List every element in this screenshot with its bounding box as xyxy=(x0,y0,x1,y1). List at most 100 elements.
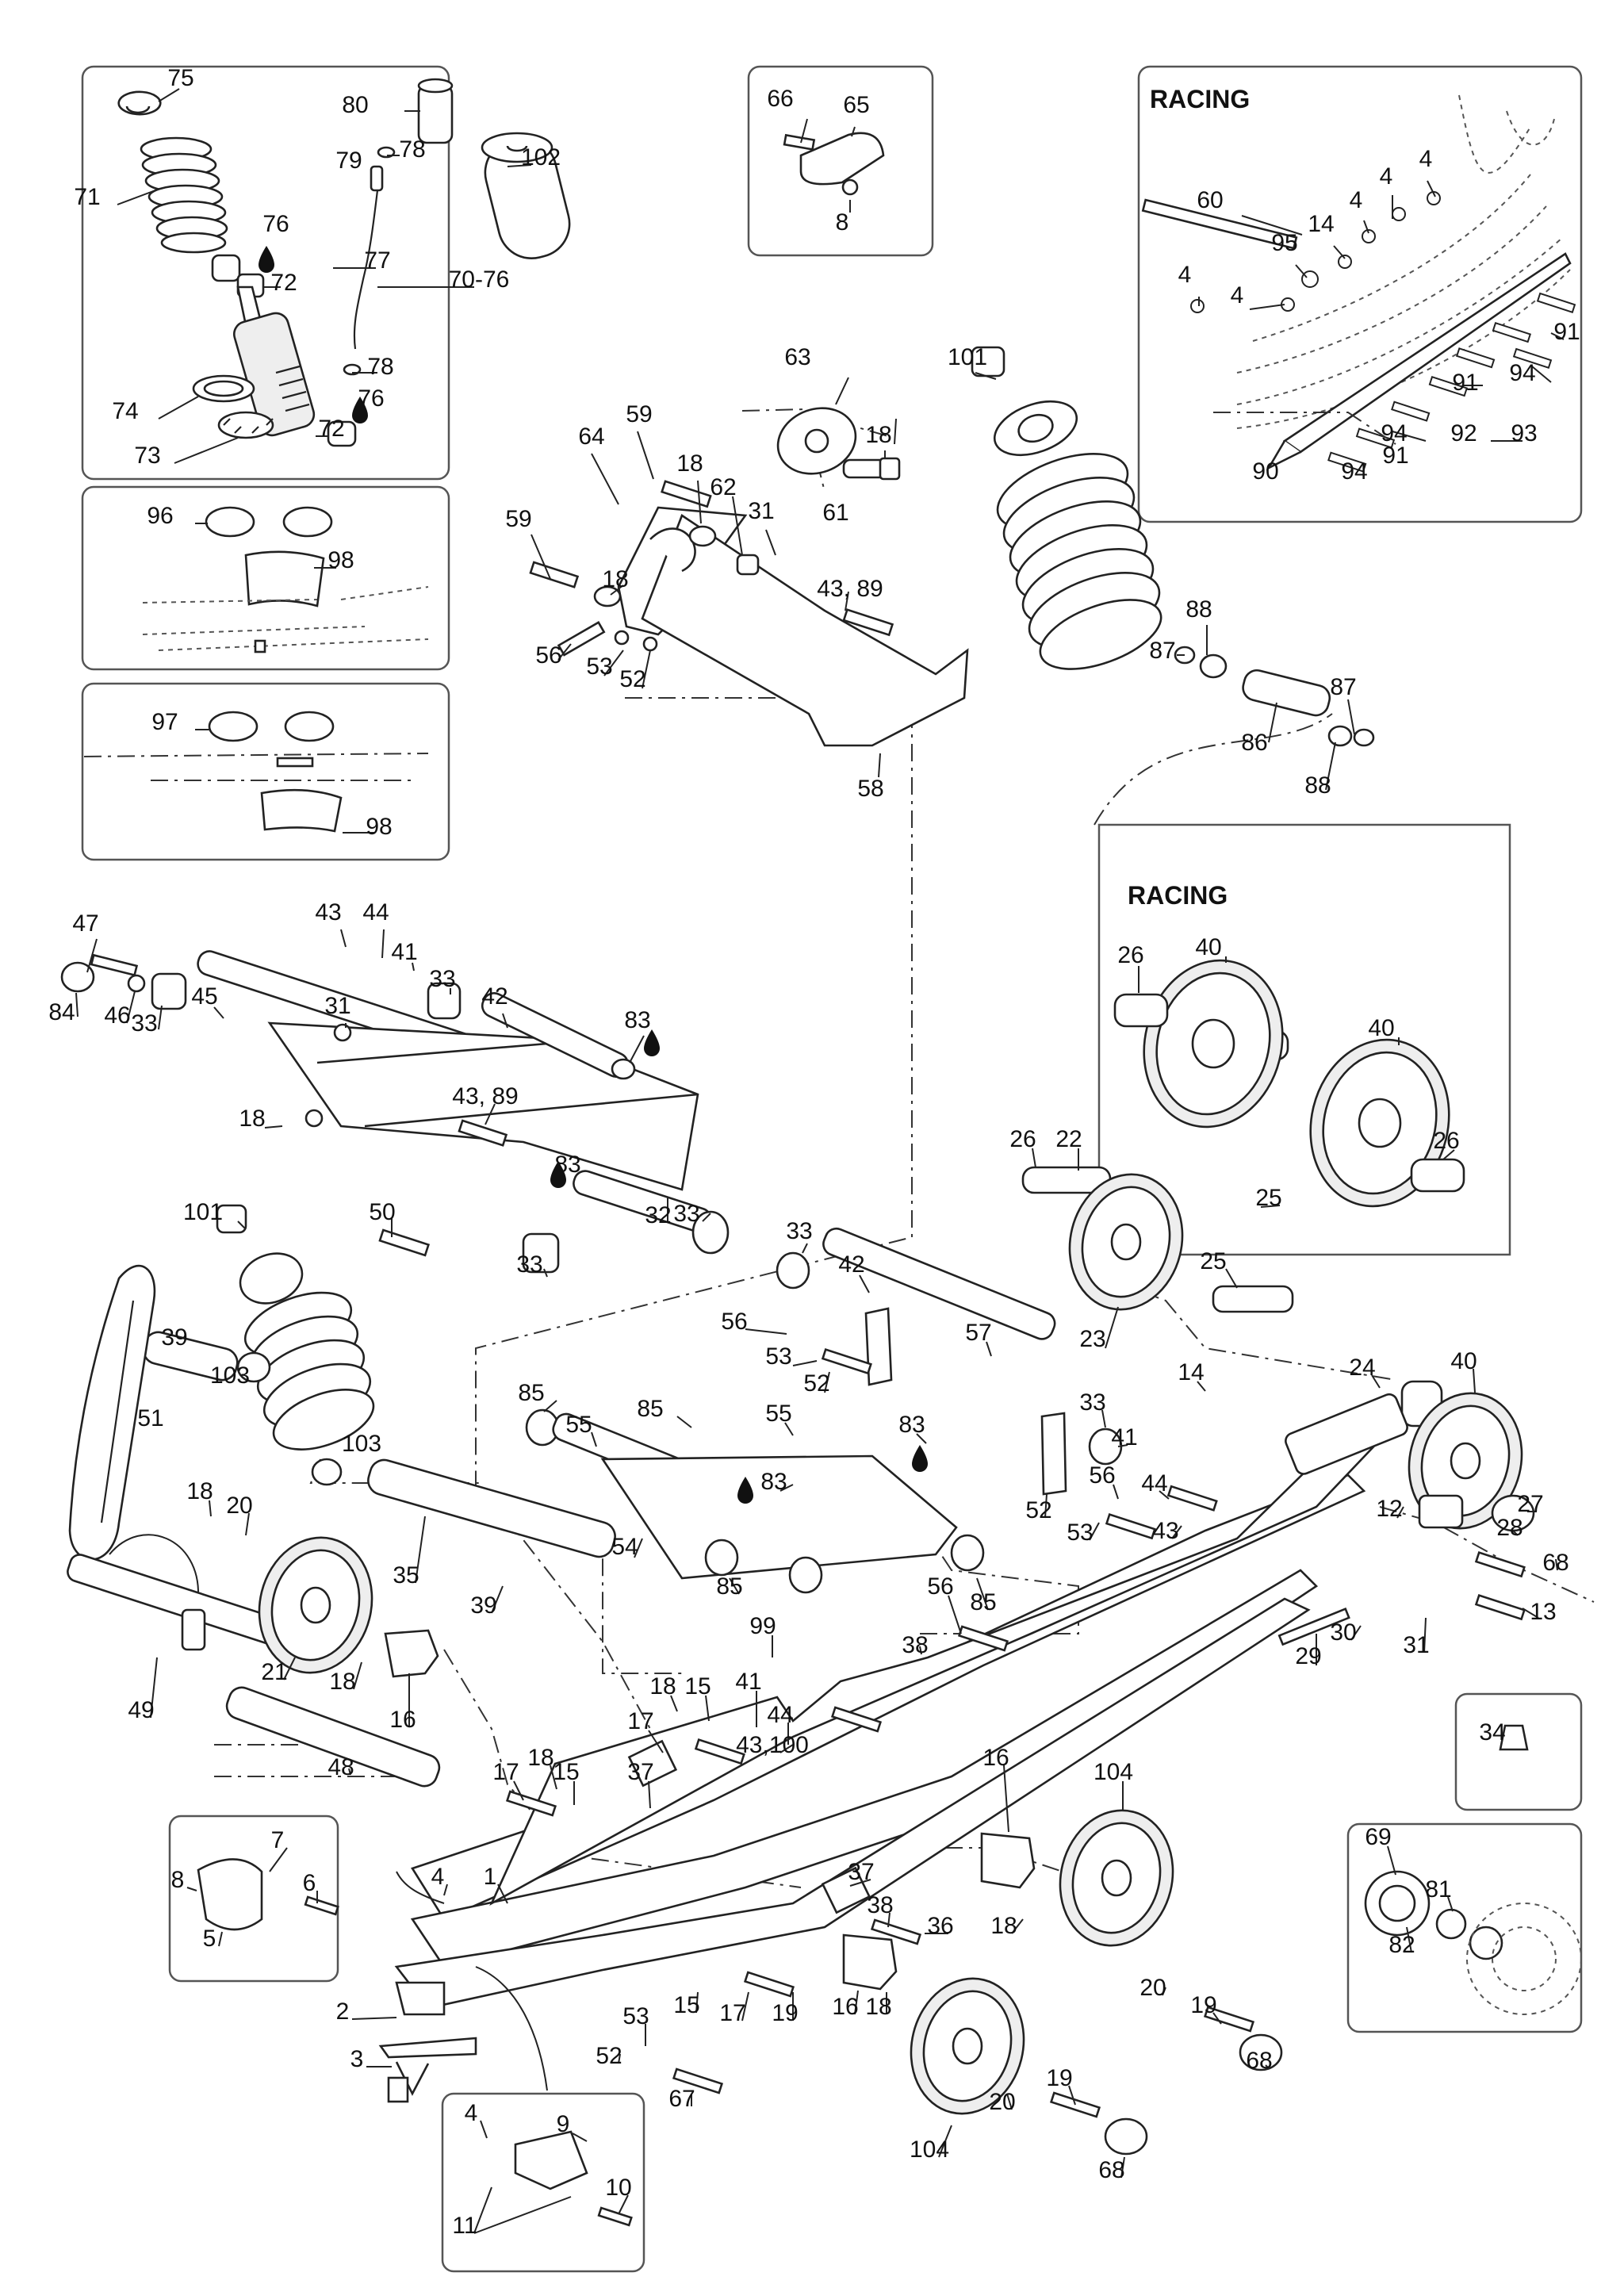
callout-l76b: 76 xyxy=(358,385,384,412)
callout-l93: 93 xyxy=(1511,420,1537,446)
callout-l38b: 38 xyxy=(867,1892,893,1918)
callout-l53c: 53 xyxy=(1067,1519,1093,1546)
callout-l18a: 18 xyxy=(676,450,703,477)
callout-l74: 74 xyxy=(112,398,138,424)
callout-l85d: 85 xyxy=(970,1589,996,1615)
callout-l40c: 40 xyxy=(1450,1348,1477,1374)
callout-l41b: 41 xyxy=(1111,1424,1137,1450)
callout-l40b: 40 xyxy=(1368,1015,1394,1041)
callout-l37a: 37 xyxy=(627,1759,653,1785)
callout-l25b: 25 xyxy=(1200,1248,1226,1274)
callout-l43a: 43 xyxy=(315,899,341,925)
callout-l33e: 33 xyxy=(786,1218,812,1244)
callout-l30: 30 xyxy=(1330,1619,1356,1646)
callout-l94a: 94 xyxy=(1509,360,1535,386)
callout-l92: 92 xyxy=(1450,420,1477,446)
stopper-drawing xyxy=(783,132,885,196)
callout-l38a: 38 xyxy=(902,1632,928,1658)
grease-drop-icon xyxy=(644,1029,660,1056)
callout-l60: 60 xyxy=(1197,187,1223,213)
callout-l98b: 98 xyxy=(366,814,392,840)
callout-l94c: 94 xyxy=(1341,458,1367,485)
slider-blocks xyxy=(197,1494,1582,2190)
callout-l48: 48 xyxy=(327,1754,354,1780)
callout-l18d: 18 xyxy=(239,1106,265,1132)
callout-l43b: 43 xyxy=(1152,1518,1178,1544)
callout-l68c: 68 xyxy=(1098,2157,1124,2183)
idler-wheels xyxy=(258,959,1535,2156)
grease-drop-icon xyxy=(550,1161,566,1188)
callout-l8b: 8 xyxy=(171,1867,185,1893)
callout-l20a: 20 xyxy=(226,1493,252,1519)
callout-l102: 102 xyxy=(521,144,561,171)
lower-arm-54 xyxy=(525,1227,1123,1594)
callout-l72b: 72 xyxy=(318,416,344,442)
callout-l41a: 41 xyxy=(391,939,417,965)
callout-l101b: 101 xyxy=(183,1199,223,1225)
callout-l43100: 43,100 xyxy=(736,1732,809,1758)
callout-l7: 7 xyxy=(271,1827,285,1853)
callout-l86: 86 xyxy=(1241,730,1267,756)
callout-l21: 21 xyxy=(261,1659,287,1685)
callout-l16a: 16 xyxy=(389,1707,416,1733)
callout-l78b: 78 xyxy=(367,354,393,380)
callout-l40a: 40 xyxy=(1195,934,1221,960)
callout-l83c: 83 xyxy=(898,1412,925,1438)
callout-l41c: 41 xyxy=(735,1669,761,1695)
callout-l77: 77 xyxy=(364,247,390,274)
callout-l39b: 39 xyxy=(470,1592,496,1619)
inset-clamp-97 xyxy=(81,682,450,861)
clamp-96-drawing xyxy=(142,506,429,653)
callout-l15a: 15 xyxy=(684,1673,710,1700)
callout-l24: 24 xyxy=(1349,1355,1375,1381)
callout-l91b: 91 xyxy=(1452,370,1478,396)
callout-l88a: 88 xyxy=(1185,596,1212,623)
callout-l29: 29 xyxy=(1295,1643,1321,1669)
callout-l44c: 44 xyxy=(767,1702,793,1728)
rear-upper-arm-58 xyxy=(529,407,969,747)
front-link-51 xyxy=(67,1264,314,1655)
callout-l16b: 16 xyxy=(982,1745,1009,1771)
callout-l3: 3 xyxy=(350,2046,364,2072)
callout-l50: 50 xyxy=(369,1199,395,1225)
callout-l18j: 18 xyxy=(865,1994,891,2020)
callout-l58: 58 xyxy=(857,776,883,802)
wheel-23 xyxy=(1068,1173,1184,1311)
upper-torque-arm-32 xyxy=(60,950,730,1274)
callout-l10: 10 xyxy=(605,2175,631,2201)
callout-l67: 67 xyxy=(668,2086,695,2112)
callout-l4r1: 4 xyxy=(1419,146,1433,172)
hardware-bolts xyxy=(304,1348,1526,2227)
callout-l33f: 33 xyxy=(1079,1389,1105,1416)
callout-l42b: 42 xyxy=(838,1251,864,1278)
callout-l33a: 33 xyxy=(131,1010,157,1037)
callout-l96: 96 xyxy=(147,503,173,529)
callout-l81: 81 xyxy=(1425,1876,1451,1903)
callout-l18e: 18 xyxy=(186,1478,213,1504)
callout-l85a: 85 xyxy=(518,1380,544,1406)
callout-l56d: 56 xyxy=(927,1573,953,1600)
callout-l7076: 70-76 xyxy=(449,266,510,293)
wheel-104-top xyxy=(1059,1809,1174,1947)
callout-l65: 65 xyxy=(843,92,869,118)
callout-l14b: 14 xyxy=(1178,1359,1204,1385)
clamp-97-drawing xyxy=(83,711,429,833)
callout-l53d: 53 xyxy=(622,2003,649,2029)
callout-l72a: 72 xyxy=(270,270,297,296)
callout-l104a: 104 xyxy=(1094,1759,1133,1785)
callout-l4389b: 43, 89 xyxy=(452,1083,518,1109)
callout-l8a: 8 xyxy=(836,209,849,236)
callout-l52a: 52 xyxy=(619,666,645,692)
callout-l68b: 68 xyxy=(1246,2048,1272,2074)
callout-l4r4: 4 xyxy=(1178,262,1192,288)
callout-l57: 57 xyxy=(965,1320,991,1346)
callout-l22: 22 xyxy=(1055,1126,1082,1152)
callout-l19a: 19 xyxy=(772,2000,798,2026)
callout-l16c: 16 xyxy=(832,1994,858,2020)
callout-l4a: 4 xyxy=(431,1864,445,1890)
callout-l87a: 87 xyxy=(1149,638,1175,664)
callout-l37b: 37 xyxy=(848,1859,874,1885)
callout-l18g: 18 xyxy=(649,1673,676,1700)
callout-l56c: 56 xyxy=(1089,1462,1115,1489)
